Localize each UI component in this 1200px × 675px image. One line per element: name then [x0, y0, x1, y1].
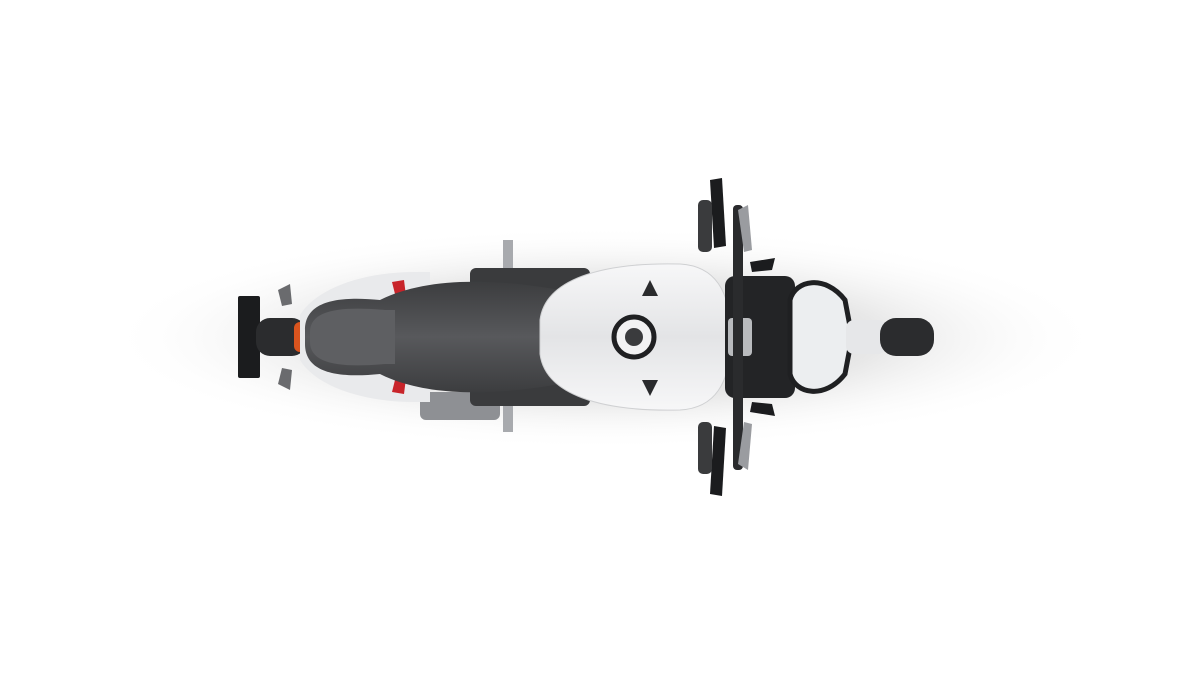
front-indicator-bottom: [750, 402, 775, 416]
fuel-cap-center: [625, 328, 643, 346]
front-fender: [846, 320, 886, 354]
rear-indicator-top: [278, 284, 292, 306]
rear-indicator-bottom: [278, 368, 292, 390]
headlight-fairing: [787, 280, 855, 394]
clutch-lever: [738, 205, 752, 252]
mirror-right: [710, 426, 726, 496]
brand-logo-bottom: [642, 380, 658, 396]
license-plate-bracket: [238, 296, 260, 378]
brand-logo-top: [642, 280, 658, 296]
handlebar: [733, 205, 743, 470]
front-indicator-top: [750, 258, 775, 272]
front-tire: [880, 318, 934, 356]
grip-right: [698, 422, 712, 474]
front-brake-lever: [738, 422, 752, 470]
grip-left: [698, 200, 712, 252]
rear-footpeg-bottom: [503, 402, 513, 432]
rear-footpeg-top: [503, 240, 513, 270]
rear-tire: [256, 318, 306, 356]
mirror-left: [710, 178, 726, 248]
pillion-seat: [310, 308, 395, 366]
